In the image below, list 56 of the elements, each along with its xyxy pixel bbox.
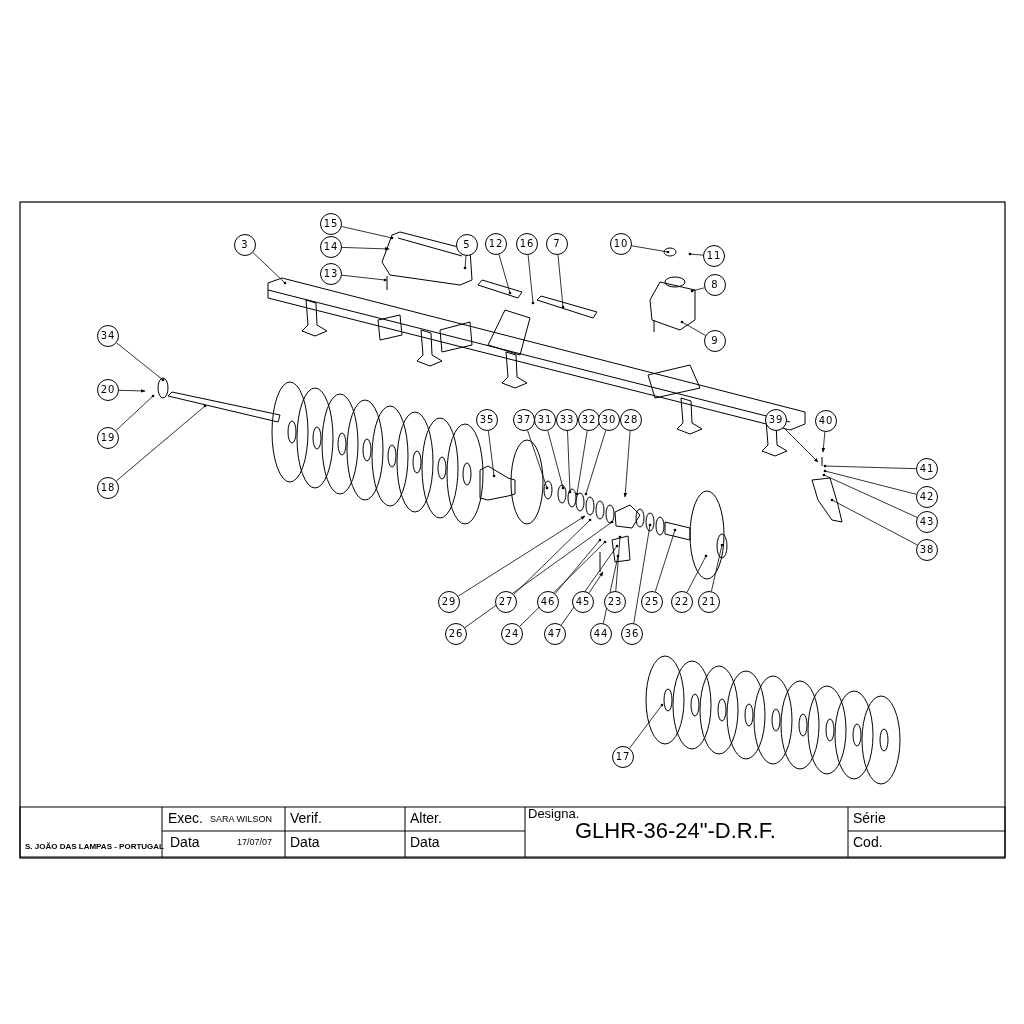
callout-number: 36: [621, 623, 643, 645]
callout-number: 39: [765, 409, 787, 431]
title-block-text: Data: [410, 834, 440, 850]
callout-number: 22: [671, 591, 693, 613]
title-block-text: GLHR-36-24"-D.R.F.: [575, 818, 776, 844]
title-block-text: 17/07/07: [237, 837, 273, 847]
title-block-text: SARA WILSON: [210, 814, 272, 824]
callout-number: 11: [703, 245, 725, 267]
callout-number: 37: [513, 409, 535, 431]
callout-number: 8: [704, 274, 726, 296]
callout-number: 25: [641, 591, 663, 613]
title-block-text: Data: [170, 834, 200, 850]
callout-number: 27: [495, 591, 517, 613]
callout-number: 28: [620, 409, 642, 431]
callout-number: 47: [544, 623, 566, 645]
title-block-text: Alter.: [410, 810, 442, 826]
callout-number: 18: [97, 477, 119, 499]
callout-number: 14: [320, 236, 342, 258]
callout-number: 31: [534, 409, 556, 431]
title-block-text: Série: [853, 810, 886, 826]
callout-number: 20: [97, 379, 119, 401]
callout-number: 30: [598, 409, 620, 431]
callout-number: 15: [320, 213, 342, 235]
callout-number: 38: [916, 539, 938, 561]
title-block-text: Designa.: [528, 806, 580, 821]
callout-number: 33: [556, 409, 578, 431]
callout-number: 32: [578, 409, 600, 431]
callout-number: 44: [590, 623, 612, 645]
callout-number: 41: [916, 458, 938, 480]
title-block-text: S. JOÃO DAS LAMPAS - PORTUGAL: [25, 842, 164, 851]
callout-number: 7: [546, 233, 568, 255]
callout-number: 21: [698, 591, 720, 613]
callout-number: 10: [610, 233, 632, 255]
callout-number: 34: [97, 325, 119, 347]
callout-number: 19: [97, 427, 119, 449]
title-block-text: Verif.: [290, 810, 322, 826]
callout-number: 23: [604, 591, 626, 613]
callout-number: 16: [516, 233, 538, 255]
callout-number: 5: [456, 234, 478, 256]
callout-number: 12: [485, 233, 507, 255]
title-block-text: Cod.: [853, 834, 883, 850]
title-block-text: Exec.: [168, 810, 203, 826]
callout-number: 3: [234, 234, 256, 256]
callout-number: 46: [537, 591, 559, 613]
title-block-text: Data: [290, 834, 320, 850]
callout-number: 43: [916, 511, 938, 533]
callout-number: 45: [572, 591, 594, 613]
callout-number: 17: [612, 746, 634, 768]
callout-number: 35: [476, 409, 498, 431]
callout-number: 24: [501, 623, 523, 645]
callout-number: 9: [704, 330, 726, 352]
callout-number: 29: [438, 591, 460, 613]
callout-number: 26: [445, 623, 467, 645]
callout-number: 42: [916, 486, 938, 508]
callout-number: 13: [320, 263, 342, 285]
callout-number: 40: [815, 410, 837, 432]
